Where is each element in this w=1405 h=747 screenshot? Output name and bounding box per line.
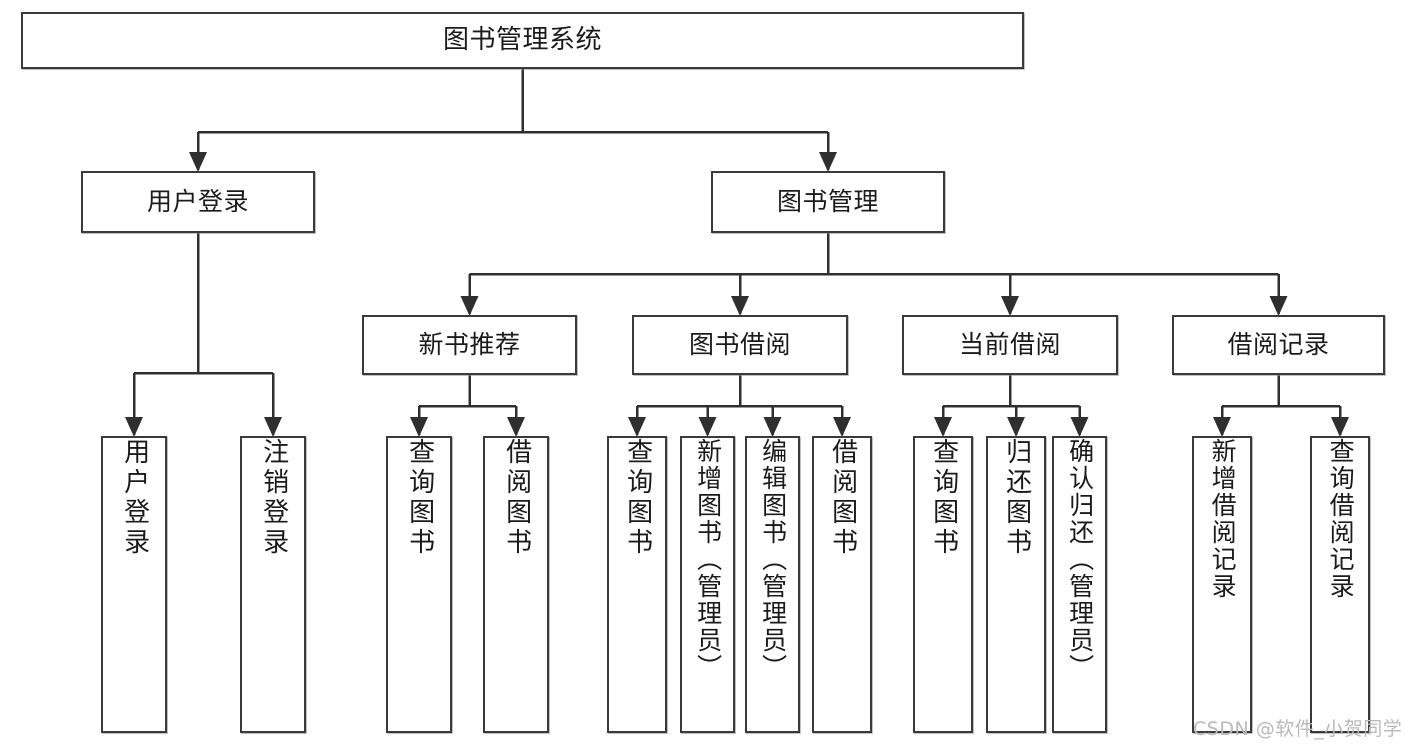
node-current-borrow[interactable]: 当前借阅 [902, 315, 1118, 375]
node-leaf-edit-book-label: 编辑图书（管理员） [758, 438, 788, 681]
node-leaf-edit-book[interactable]: 编辑图书（管理员） [745, 436, 800, 733]
node-new-book-rec[interactable]: 新书推荐 [362, 315, 577, 375]
node-leaf-add-record-label: 新增借阅记录 [1208, 438, 1238, 600]
node-leaf-borrow-book-1-label: 借阅图书 [501, 438, 532, 558]
node-root[interactable]: 图书管理系统 [21, 12, 1024, 69]
node-leaf-user-login[interactable]: 用户登录 [101, 436, 167, 733]
node-leaf-confirm-return-label: 确认归还（管理员） [1065, 438, 1095, 681]
node-leaf-confirm-return[interactable]: 确认归还（管理员） [1052, 436, 1107, 733]
node-leaf-logout-label: 注销登录 [258, 438, 289, 558]
node-leaf-borrow-book-1[interactable]: 借阅图书 [483, 436, 549, 733]
node-borrow-record[interactable]: 借阅记录 [1172, 315, 1385, 375]
node-leaf-query-book-2-label: 查询图书 [622, 438, 653, 558]
node-leaf-borrow-book-2-label: 借阅图书 [827, 438, 858, 558]
node-leaf-return-book-label: 归还图书 [1001, 438, 1032, 558]
node-leaf-query-record-label: 查询借阅记录 [1326, 438, 1356, 600]
node-user-login[interactable]: 用户登录 [81, 171, 315, 233]
node-leaf-query-record[interactable]: 查询借阅记录 [1310, 436, 1370, 733]
node-leaf-query-book-1-label: 查询图书 [404, 438, 435, 558]
node-current-borrow-label: 当前借阅 [958, 330, 1061, 360]
node-root-label: 图书管理系统 [442, 25, 602, 56]
node-book-manage[interactable]: 图书管理 [711, 171, 945, 233]
node-leaf-add-record[interactable]: 新增借阅记录 [1192, 436, 1252, 733]
node-borrow-record-label: 借阅记录 [1227, 330, 1330, 360]
node-new-book-rec-label: 新书推荐 [418, 330, 521, 360]
node-user-login-label: 用户登录 [146, 187, 249, 217]
node-leaf-query-book-3[interactable]: 查询图书 [913, 436, 973, 733]
node-leaf-query-book-2[interactable]: 查询图书 [607, 436, 667, 733]
node-book-manage-label: 图书管理 [776, 187, 879, 217]
node-leaf-logout[interactable]: 注销登录 [240, 436, 306, 733]
node-leaf-user-login-label: 用户登录 [119, 438, 150, 558]
node-leaf-query-book-1[interactable]: 查询图书 [386, 436, 452, 733]
node-book-borrow-label: 图书借阅 [688, 330, 791, 360]
node-leaf-add-book[interactable]: 新增图书（管理员） [680, 436, 735, 733]
node-leaf-add-book-label: 新增图书（管理员） [693, 438, 723, 681]
node-leaf-borrow-book-2[interactable]: 借阅图书 [812, 436, 872, 733]
csdn-watermark: CSDN @软件_小贺同学 [1193, 718, 1403, 740]
node-book-borrow[interactable]: 图书借阅 [632, 315, 848, 375]
node-leaf-query-book-3-label: 查询图书 [928, 438, 959, 558]
node-leaf-return-book[interactable]: 归还图书 [986, 436, 1046, 733]
